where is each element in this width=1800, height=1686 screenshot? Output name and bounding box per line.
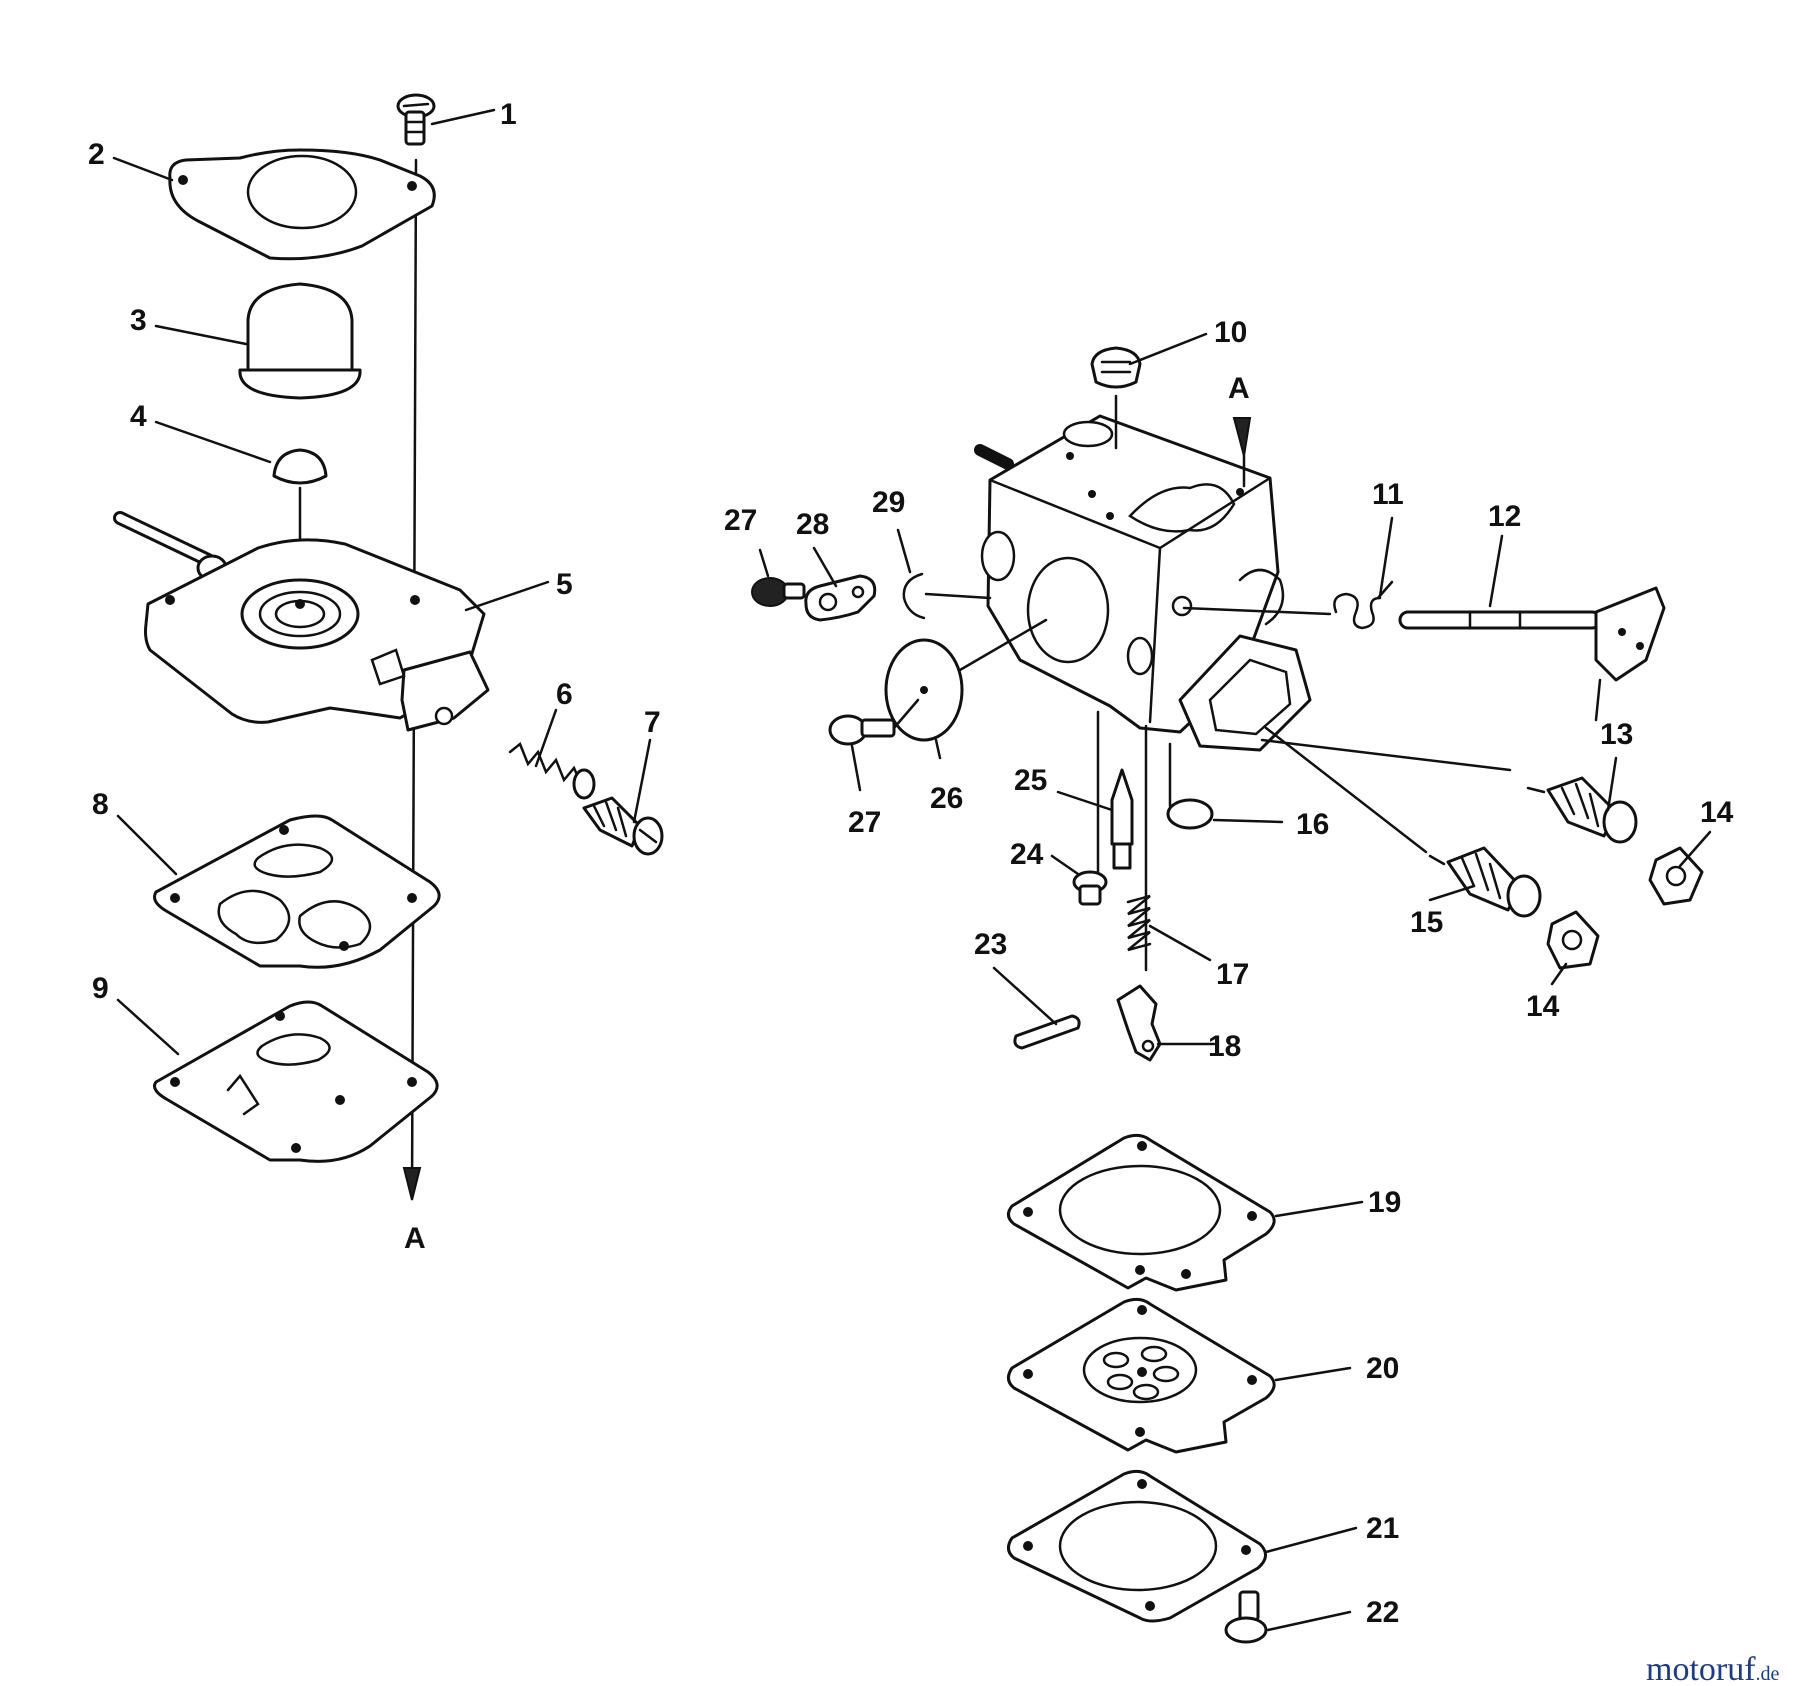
callout-23: 23: [974, 928, 1007, 961]
part-carburetor-body: [974, 414, 1312, 752]
callout-19: 19: [1368, 1186, 1401, 1219]
callout-6: 6: [556, 678, 573, 711]
part-pin-23: [1013, 1014, 1081, 1050]
part-clip-29: [902, 572, 992, 620]
part-adjust-screw-7: [582, 796, 664, 856]
callout-4: 4: [130, 400, 147, 433]
reference-a-top: A: [1228, 372, 1250, 405]
part-screw-27a: [828, 698, 920, 746]
part-gasket-21: [1007, 1469, 1267, 1623]
callout-21: 21: [1366, 1512, 1399, 1545]
leader-lines: [112, 108, 1712, 1632]
callout-14b: 14: [1526, 990, 1560, 1023]
part-screw-24: [1072, 870, 1108, 906]
callout-20: 20: [1366, 1352, 1399, 1385]
part-screw-1: [396, 93, 436, 146]
part-gasket-9: [153, 1000, 439, 1163]
part-diaphragm-8: [153, 814, 441, 969]
callout-8: 8: [92, 788, 109, 821]
part-spring-17: [1126, 894, 1152, 952]
part-throttle-shaft-12: [1398, 586, 1666, 722]
part-needle-13: [1260, 738, 1638, 844]
reference-a-bottom: A: [404, 1222, 426, 1255]
part-limiter-cap-14a: [1648, 846, 1704, 906]
part-screw-27b: [751, 577, 806, 607]
ref-arrow-top: [1232, 417, 1252, 457]
watermark-brand: motoruf: [1646, 1651, 1756, 1686]
callout-17: 17: [1216, 958, 1249, 991]
part-primer-bulb-3: [238, 282, 362, 400]
part-metering-lever-18: [1116, 984, 1162, 1062]
callout-25: 25: [1014, 764, 1047, 797]
part-spring-6: [508, 741, 596, 800]
ref-arrow-bottom: [402, 1167, 422, 1201]
part-filter-screen-16: [1166, 742, 1214, 830]
callout-15: 15: [1410, 906, 1443, 939]
part-diaphragm-20: [1007, 1297, 1276, 1454]
callout-labels: 1 2 3 4 5 6 7 8 9 10 11 12 13 14 14 15 1…: [88, 98, 1734, 1629]
callout-29: 29: [872, 486, 905, 519]
callout-24: 24: [1010, 838, 1044, 871]
callout-12: 12: [1488, 500, 1521, 533]
part-pump-cover-5: [113, 511, 490, 732]
callout-27a: 27: [848, 806, 881, 839]
callout-11: 11: [1372, 478, 1404, 511]
callout-2: 2: [88, 138, 105, 171]
watermark-tld: .de: [1756, 1663, 1780, 1685]
callout-28: 28: [796, 508, 829, 541]
part-gasket-19: [1007, 1133, 1276, 1292]
callout-7: 7: [644, 706, 661, 739]
callout-18: 18: [1208, 1030, 1241, 1063]
watermark: motoruf.de: [1646, 1651, 1780, 1686]
part-cap-10: [1090, 346, 1142, 450]
part-inlet-needle-25: [1096, 710, 1148, 972]
callout-26: 26: [930, 782, 963, 815]
part-lever-28: [804, 574, 877, 622]
callout-14a: 14: [1700, 796, 1734, 829]
callout-3: 3: [130, 304, 147, 337]
callout-9: 9: [92, 972, 109, 1005]
part-screw-22: [1224, 1590, 1268, 1644]
callout-27b: 27: [724, 504, 757, 537]
part-cover-gasket-2: [168, 148, 436, 261]
part-check-valve-4: [272, 448, 328, 586]
callout-10: 10: [1214, 316, 1247, 349]
callout-22: 22: [1366, 1596, 1399, 1629]
callout-13: 13: [1600, 718, 1633, 751]
callout-1: 1: [500, 98, 517, 131]
part-limiter-cap-14b: [1546, 910, 1600, 970]
callout-5: 5: [556, 568, 573, 601]
callout-16: 16: [1296, 808, 1329, 841]
